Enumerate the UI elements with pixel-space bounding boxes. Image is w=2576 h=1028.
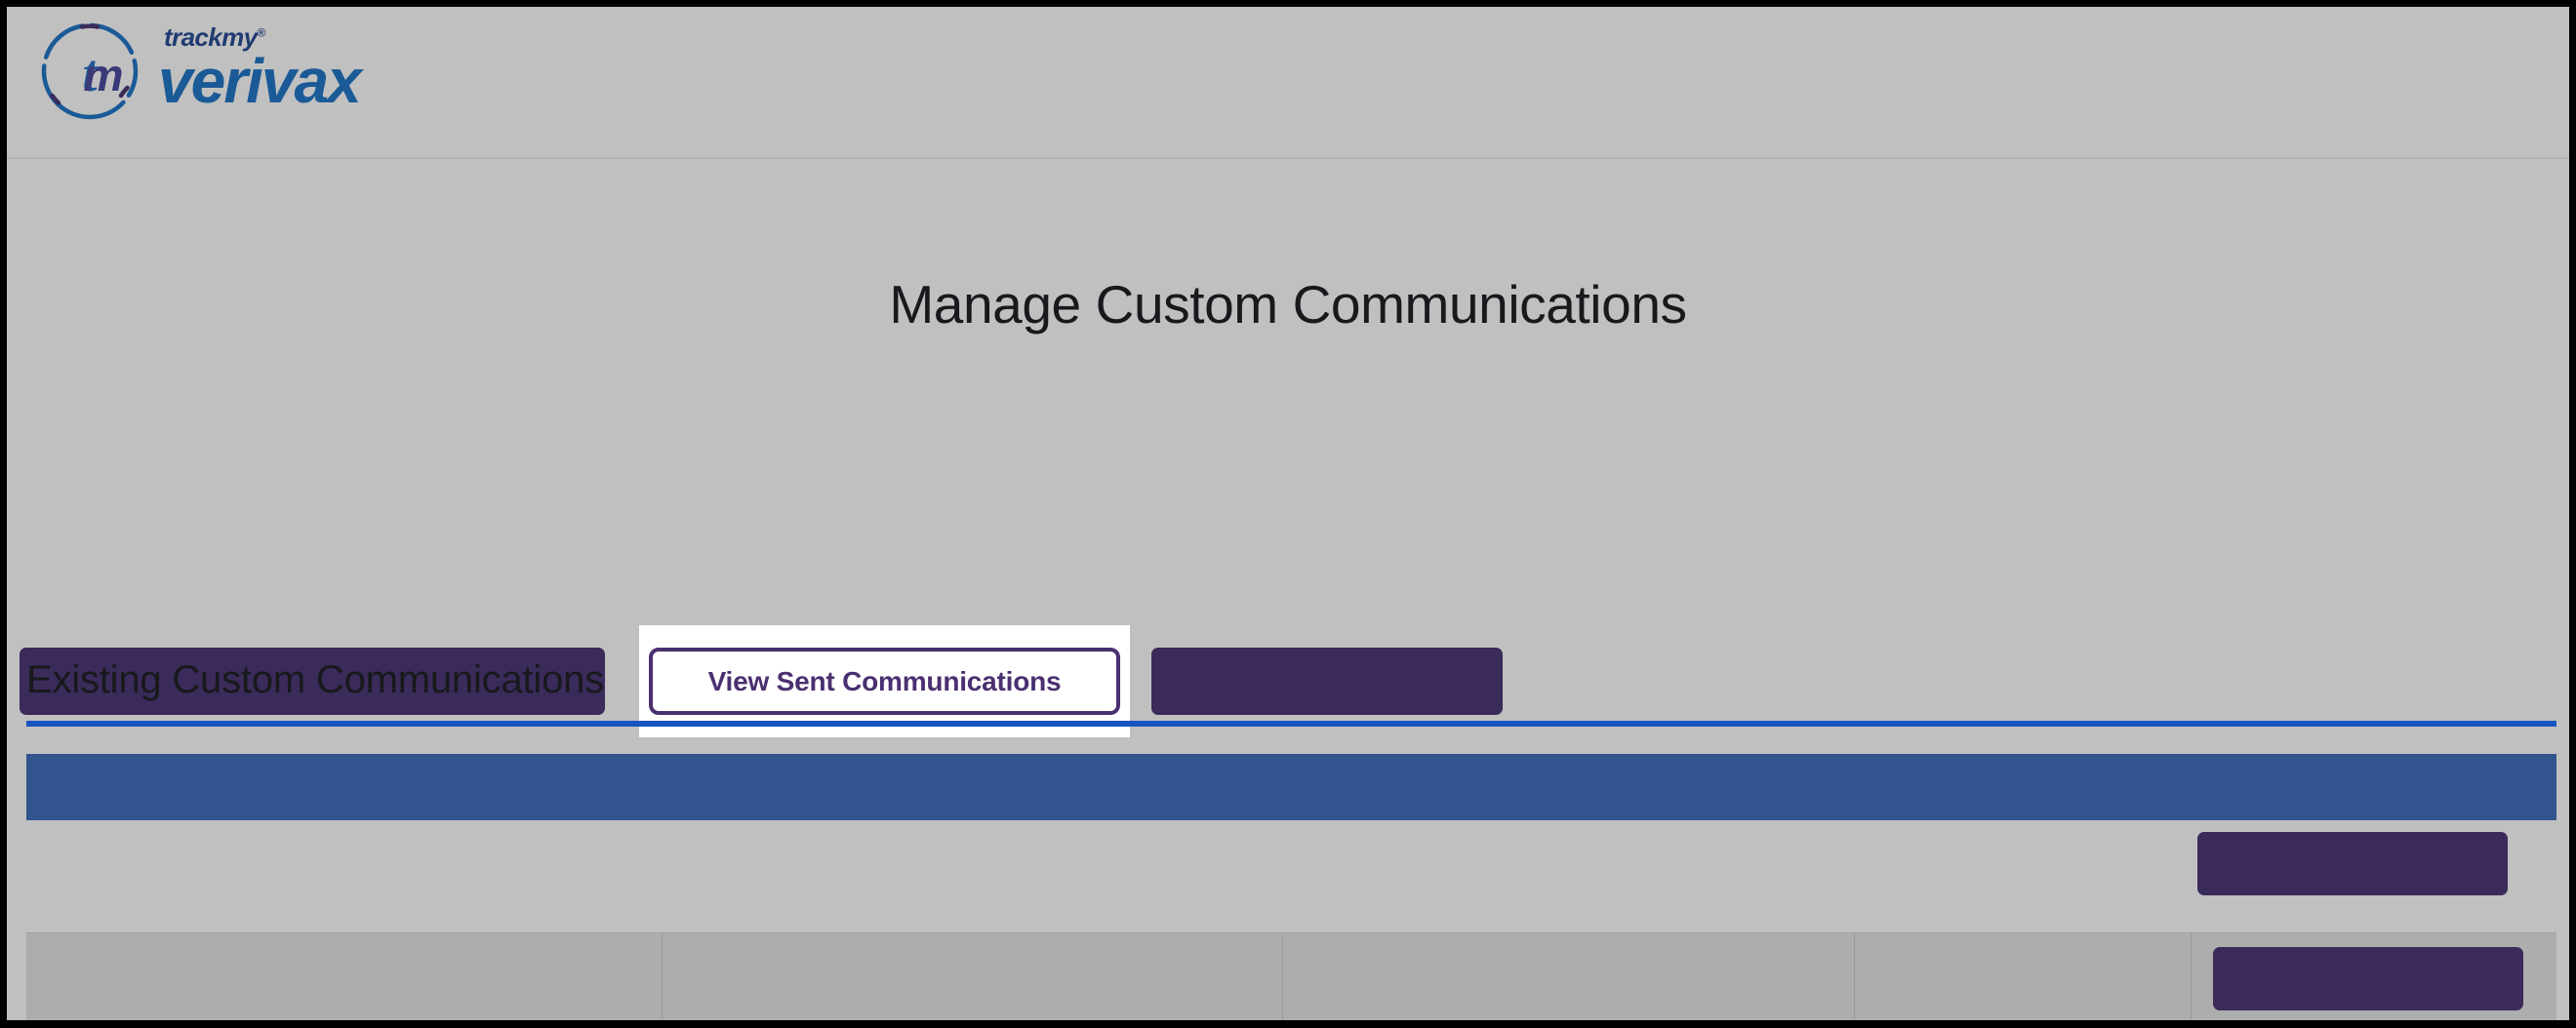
svg-text:t: t (82, 44, 99, 102)
table-column-header-3[interactable] (1283, 933, 1855, 1020)
table-column-header-2[interactable] (663, 933, 1283, 1020)
table-column-header-5 (2192, 933, 2556, 1020)
action-button-3[interactable] (1151, 648, 1503, 715)
table-row-action-button[interactable] (2213, 947, 2523, 1010)
action-button-row: View Sent Communications (7, 487, 2569, 737)
brand-name-main: verivax (158, 46, 362, 117)
section-underline-rule (26, 721, 2556, 727)
page-title: Manage Custom Communications (889, 274, 1687, 335)
page-body: Manage Custom Communications View Sent C… (7, 159, 2569, 1020)
focus-highlight-backdrop: View Sent Communications (639, 625, 1130, 737)
table-add-button[interactable] (2197, 832, 2508, 895)
table-toolbar[interactable] (26, 754, 2556, 820)
table-header-row (26, 932, 2556, 1020)
table-column-header-1[interactable] (26, 933, 663, 1020)
section-heading: Existing Custom Communications (26, 658, 604, 701)
registered-mark-icon: ® (257, 25, 266, 40)
action-button-1[interactable] (20, 648, 605, 715)
svg-text:m: m (84, 50, 124, 100)
trackmy-circle-tm-logo-icon: t m (41, 22, 139, 120)
table-column-header-4[interactable] (1855, 933, 2192, 1020)
brand-wordmark: trackmy® verivax (158, 22, 362, 117)
app-header: t m trackmy® verivax (7, 7, 2569, 158)
brand-logo[interactable]: t m trackmy® verivax (35, 17, 362, 126)
existing-communications-table (26, 754, 2556, 1020)
view-sent-communications-button[interactable]: View Sent Communications (649, 648, 1120, 715)
brand-name-top: trackmy® (164, 22, 266, 53)
app-viewport: t m trackmy® verivax Manage Custom Commu… (7, 7, 2569, 1020)
table-action-bar (26, 820, 2556, 932)
